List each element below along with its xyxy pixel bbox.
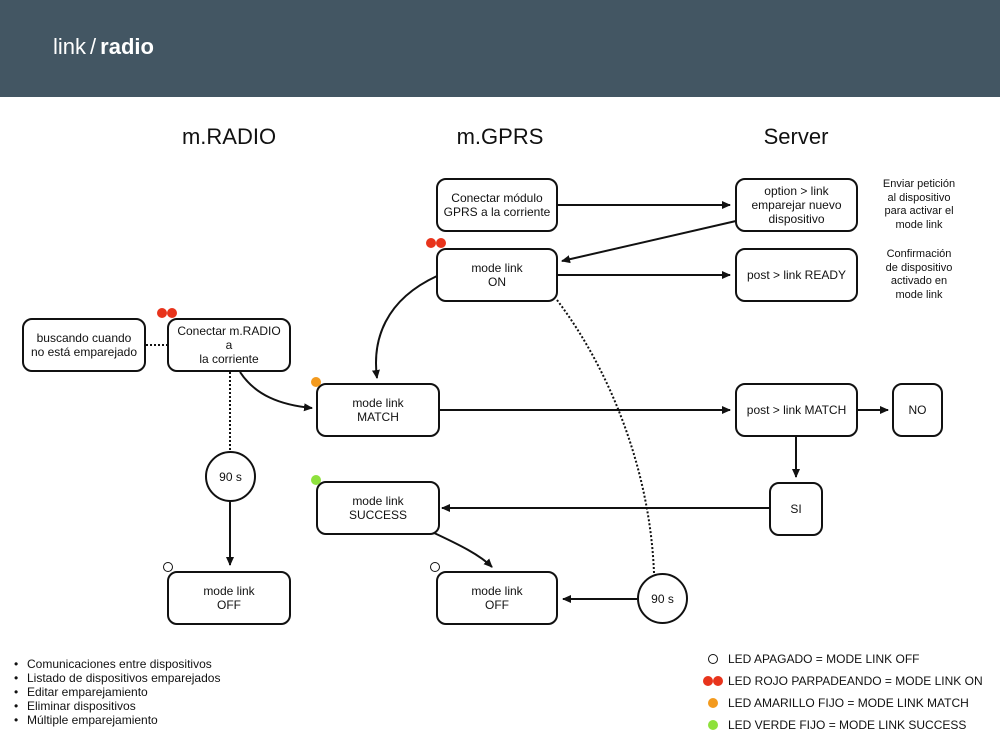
feature-item: Múltiple emparejamiento (14, 713, 220, 727)
node-conectar-gprs: Conectar módulo GPRS a la corriente (436, 178, 558, 232)
node-radio-off: mode link OFF (167, 571, 291, 625)
feature-item: Editar emparejamiento (14, 685, 220, 699)
led-red-icon (703, 676, 713, 686)
note-confirmacion: Confirmación de dispositivo activado en … (885, 248, 953, 301)
connector-option-to-on (561, 220, 737, 264)
node-no: NO (892, 383, 943, 437)
node-match: mode link MATCH (316, 383, 440, 437)
node-server-option: option > link emparejar nuevo dispositiv… (735, 178, 858, 232)
node-success: mode link SUCCESS (316, 481, 440, 535)
led-green-icon (708, 720, 718, 730)
node-gprs-on: mode link ON (436, 248, 558, 302)
node-server-ready: post > link READY (735, 248, 858, 302)
led-red-icon (157, 308, 167, 318)
legend-text: LED AMARILLO FIJO = MODE LINK MATCH (728, 696, 969, 710)
led-red-icon (167, 308, 177, 318)
column-title-gprs: m.GPRS (456, 124, 544, 149)
title-separator: / (90, 34, 97, 59)
led-red-icon (713, 676, 723, 686)
node-si: SI (769, 482, 823, 536)
connector-success-to-off (431, 531, 493, 568)
feature-item: Comunicaciones entre dispositivos (14, 657, 220, 671)
note-enviar: Enviar petición al dispositivo para acti… (882, 178, 956, 231)
led-red-icon (426, 238, 436, 248)
node-server-match: post > link MATCH (735, 383, 858, 437)
led-orange-icon (311, 377, 321, 387)
connector-radio-to-match (239, 371, 313, 412)
node-timer-gprs: 90 s (637, 573, 688, 624)
dotted-link-on-timer (556, 299, 655, 574)
led-red-icon (436, 238, 446, 248)
feature-item: Eliminar dispositivos (14, 699, 220, 713)
column-title-radio: m.RADIO (181, 124, 277, 149)
page-title: link/radio (53, 34, 154, 60)
led-off-icon (430, 562, 440, 572)
legend-text: LED ROJO PARPADEANDO = MODE LINK ON (728, 674, 983, 688)
node-gprs-off: mode link OFF (436, 571, 558, 625)
feature-item: Listado de dispositivos emparejados (14, 671, 220, 685)
led-off-icon (708, 654, 718, 664)
connector-on-to-match (371, 275, 438, 379)
led-off-icon (163, 562, 173, 572)
title-prefix: link (53, 34, 87, 59)
legend-text: LED VERDE FIJO = MODE LINK SUCCESS (728, 718, 967, 732)
led-orange-icon (708, 698, 718, 708)
node-buscando: buscando cuando no está emparejado (22, 318, 146, 372)
feature-list: Comunicaciones entre dispositivos Listad… (14, 657, 220, 727)
legend-text: LED APAGADO = MODE LINK OFF (728, 652, 920, 666)
node-conectar-radio: Conectar m.RADIO a la corriente (167, 318, 291, 372)
header-bar: link/radio (0, 0, 1000, 97)
node-timer-radio: 90 s (205, 451, 256, 502)
led-green-icon (311, 475, 321, 485)
title-strong: radio (100, 34, 154, 59)
column-title-server: Server (763, 124, 829, 149)
